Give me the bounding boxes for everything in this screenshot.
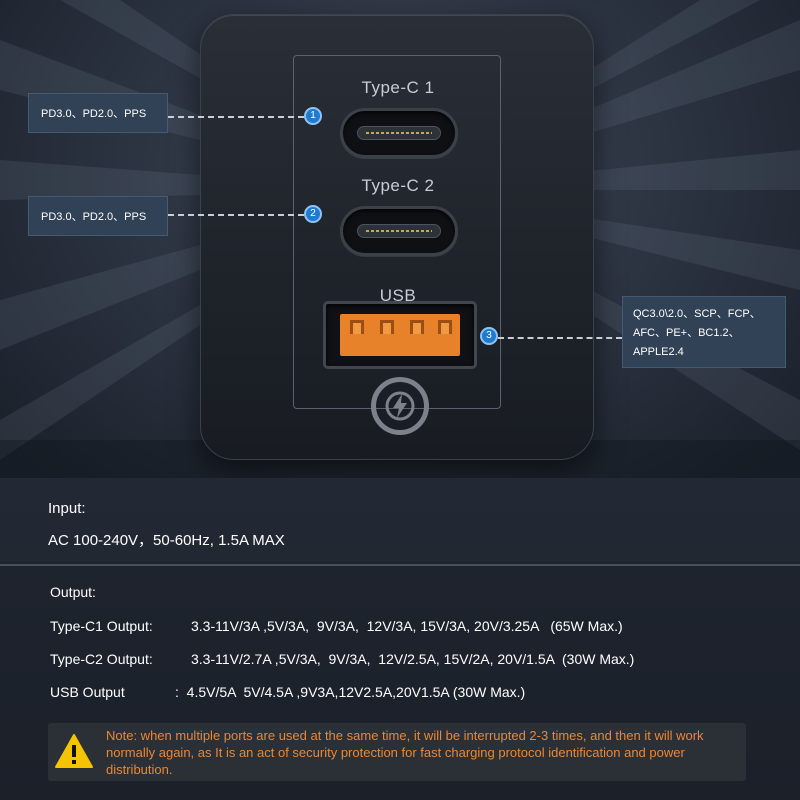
typec1-port — [340, 108, 458, 158]
callout-typec2-text: PD3.0、PD2.0、PPS — [41, 211, 147, 223]
callout-typec2-line — [168, 214, 304, 216]
output-row-label: Type-C2 Output: — [50, 651, 153, 667]
charger-port-panel: Type-C 1 Type-C 2 USB — [293, 55, 501, 409]
callout-usb-badge: 3 — [480, 327, 498, 345]
output-row-value: : 4.5V/5A 5V/4.5A ,9V3A,12V2.5A,20V1.5A … — [175, 684, 526, 700]
callout-usb-line — [498, 337, 622, 339]
callout-usb-line-3: APPLE2.4 — [633, 346, 684, 358]
callout-usb: QC3.0\2.0、SCP、FCP、 AFC、PE+、BC1.2、 APPLE2… — [622, 296, 786, 368]
callout-typec1: PD3.0、PD2.0、PPS — [28, 93, 168, 133]
input-panel: Input: AC 100-240V，50-60Hz, 1.5A MAX — [0, 478, 800, 562]
usb-a-tongue — [340, 314, 460, 356]
warning-triangle-icon — [55, 734, 93, 768]
note-text: Note: when multiple ports are used at th… — [106, 728, 704, 777]
typec2-port — [340, 206, 458, 256]
section-divider — [0, 564, 800, 566]
output-row-label: USB Output — [50, 684, 125, 700]
typec1-label: Type-C 1 — [361, 78, 435, 97]
typec2-label: Type-C 2 — [361, 176, 435, 195]
input-value: AC 100-240V，50-60Hz, 1.5A MAX — [48, 532, 285, 549]
charger-body: Type-C 1 Type-C 2 USB — [200, 14, 594, 460]
output-heading: Output: — [50, 584, 96, 600]
output-row-label: Type-C1 Output: — [50, 618, 153, 634]
note-box: Note: when multiple ports are used at th… — [48, 723, 746, 781]
specifications-section: Input: AC 100-240V，50-60Hz, 1.5A MAX Out… — [0, 478, 800, 800]
callout-usb-line-1: QC3.0\2.0、SCP、FCP、 — [633, 308, 761, 320]
product-hero: Type-C 1 Type-C 2 USB — [0, 0, 800, 478]
callout-typec1-badge: 1 — [304, 107, 322, 125]
usb-label: USB — [379, 286, 417, 305]
callout-typec2: PD3.0、PD2.0、PPS — [28, 196, 168, 236]
usb-a-port — [323, 301, 477, 369]
output-row-value: 3.3-11V/3A ,5V/3A, 9V/3A, 12V/3A, 15V/3A… — [191, 618, 623, 634]
callout-usb-line-2: AFC、PE+、BC1.2、 — [633, 327, 740, 339]
callout-typec1-text: PD3.0、PD2.0、PPS — [41, 108, 147, 120]
fast-charge-logo-icon — [371, 377, 429, 435]
output-row-value: 3.3-11V/2.7A ,5V/3A, 9V/3A, 12V/2.5A, 15… — [191, 651, 635, 667]
callout-typec1-line — [168, 116, 304, 118]
input-heading: Input: — [48, 500, 86, 517]
callout-typec2-badge: 2 — [304, 205, 322, 223]
